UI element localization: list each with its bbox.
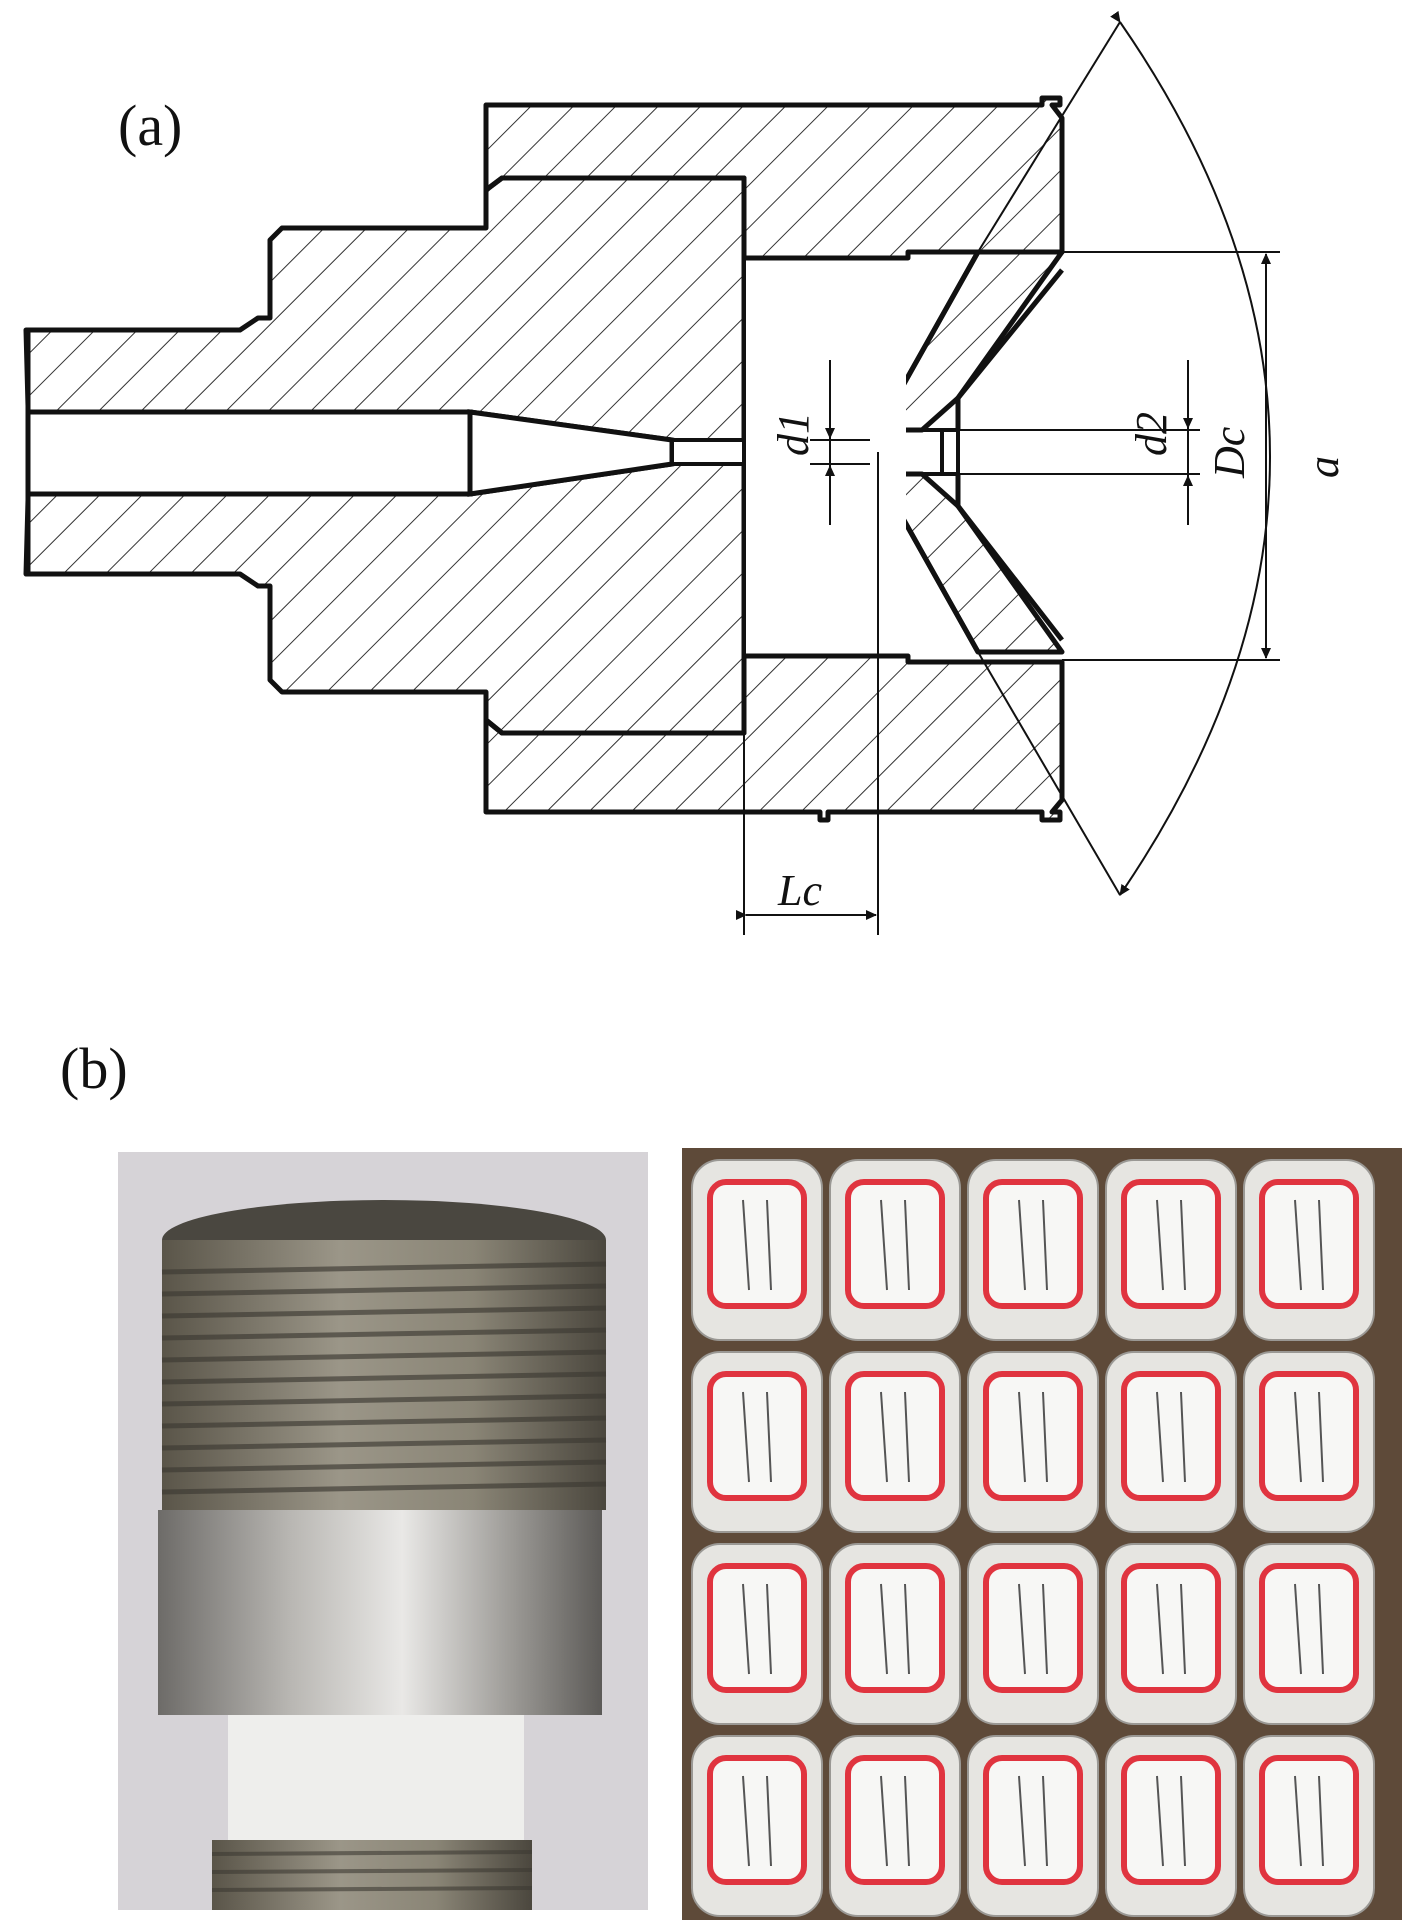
sample-label xyxy=(1121,1371,1221,1501)
sample-label xyxy=(983,1755,1083,1885)
inner-shaft-section xyxy=(23,175,747,736)
handwriting-scribble xyxy=(1156,1775,1186,1867)
handwriting-scribble xyxy=(1294,1775,1324,1867)
nozzle-photo-graphic xyxy=(118,1152,648,1910)
dimension-lines xyxy=(736,10,1280,935)
handwriting-scribble xyxy=(742,1199,772,1291)
nozzle-photo xyxy=(118,1152,648,1910)
handwriting-scribble xyxy=(1156,1391,1186,1483)
handwriting-scribble xyxy=(880,1775,910,1867)
dim-label-lc: Lc xyxy=(777,866,822,915)
handwriting-scribble xyxy=(1018,1583,1048,1675)
handwriting-scribble xyxy=(742,1775,772,1867)
handwriting-scribble xyxy=(880,1583,910,1675)
sample-label xyxy=(1121,1755,1221,1885)
handwriting-scribble xyxy=(1018,1199,1048,1291)
dim-label-alpha: a xyxy=(1299,456,1348,478)
boxed-samples-graphic xyxy=(682,1148,1402,1920)
dim-label-d2: d2 xyxy=(1127,412,1176,456)
panel-b-label: (b) xyxy=(60,1036,128,1101)
sample-label xyxy=(845,1179,945,1309)
dim-label-d1: d1 xyxy=(769,412,818,456)
sample-label xyxy=(1259,1563,1359,1693)
sample-label xyxy=(983,1179,1083,1309)
dim-label-dc: Dc xyxy=(1205,426,1254,479)
handwriting-scribble xyxy=(1018,1391,1048,1483)
sample-label xyxy=(845,1755,945,1885)
handwriting-scribble xyxy=(1294,1583,1324,1675)
sample-label xyxy=(707,1563,807,1693)
handwriting-scribble xyxy=(1294,1199,1324,1291)
handwriting-scribble xyxy=(1156,1199,1186,1291)
sample-label xyxy=(845,1563,945,1693)
handwriting-scribble xyxy=(742,1391,772,1483)
panel-a-label: (a) xyxy=(118,93,183,158)
nozzle-cross-section-drawing: d1 d2 Dc Lc a xyxy=(23,10,1348,935)
sample-label xyxy=(1121,1179,1221,1309)
sample-label xyxy=(707,1371,807,1501)
sample-label xyxy=(983,1563,1083,1693)
sample-label xyxy=(707,1179,807,1309)
sample-label xyxy=(845,1371,945,1501)
sample-label xyxy=(983,1371,1083,1501)
handwriting-scribble xyxy=(880,1391,910,1483)
handwriting-scribble xyxy=(1018,1775,1048,1867)
sample-label xyxy=(1121,1563,1221,1693)
sample-label xyxy=(707,1755,807,1885)
boxed-samples-photo xyxy=(682,1148,1402,1920)
handwriting-scribble xyxy=(880,1199,910,1291)
sample-label xyxy=(1259,1371,1359,1501)
handwriting-scribble xyxy=(1294,1391,1324,1483)
mixing-chamber xyxy=(746,258,906,656)
sample-label xyxy=(1259,1179,1359,1309)
sample-label xyxy=(1259,1755,1359,1885)
handwriting-scribble xyxy=(1156,1583,1186,1675)
handwriting-scribble xyxy=(742,1583,772,1675)
